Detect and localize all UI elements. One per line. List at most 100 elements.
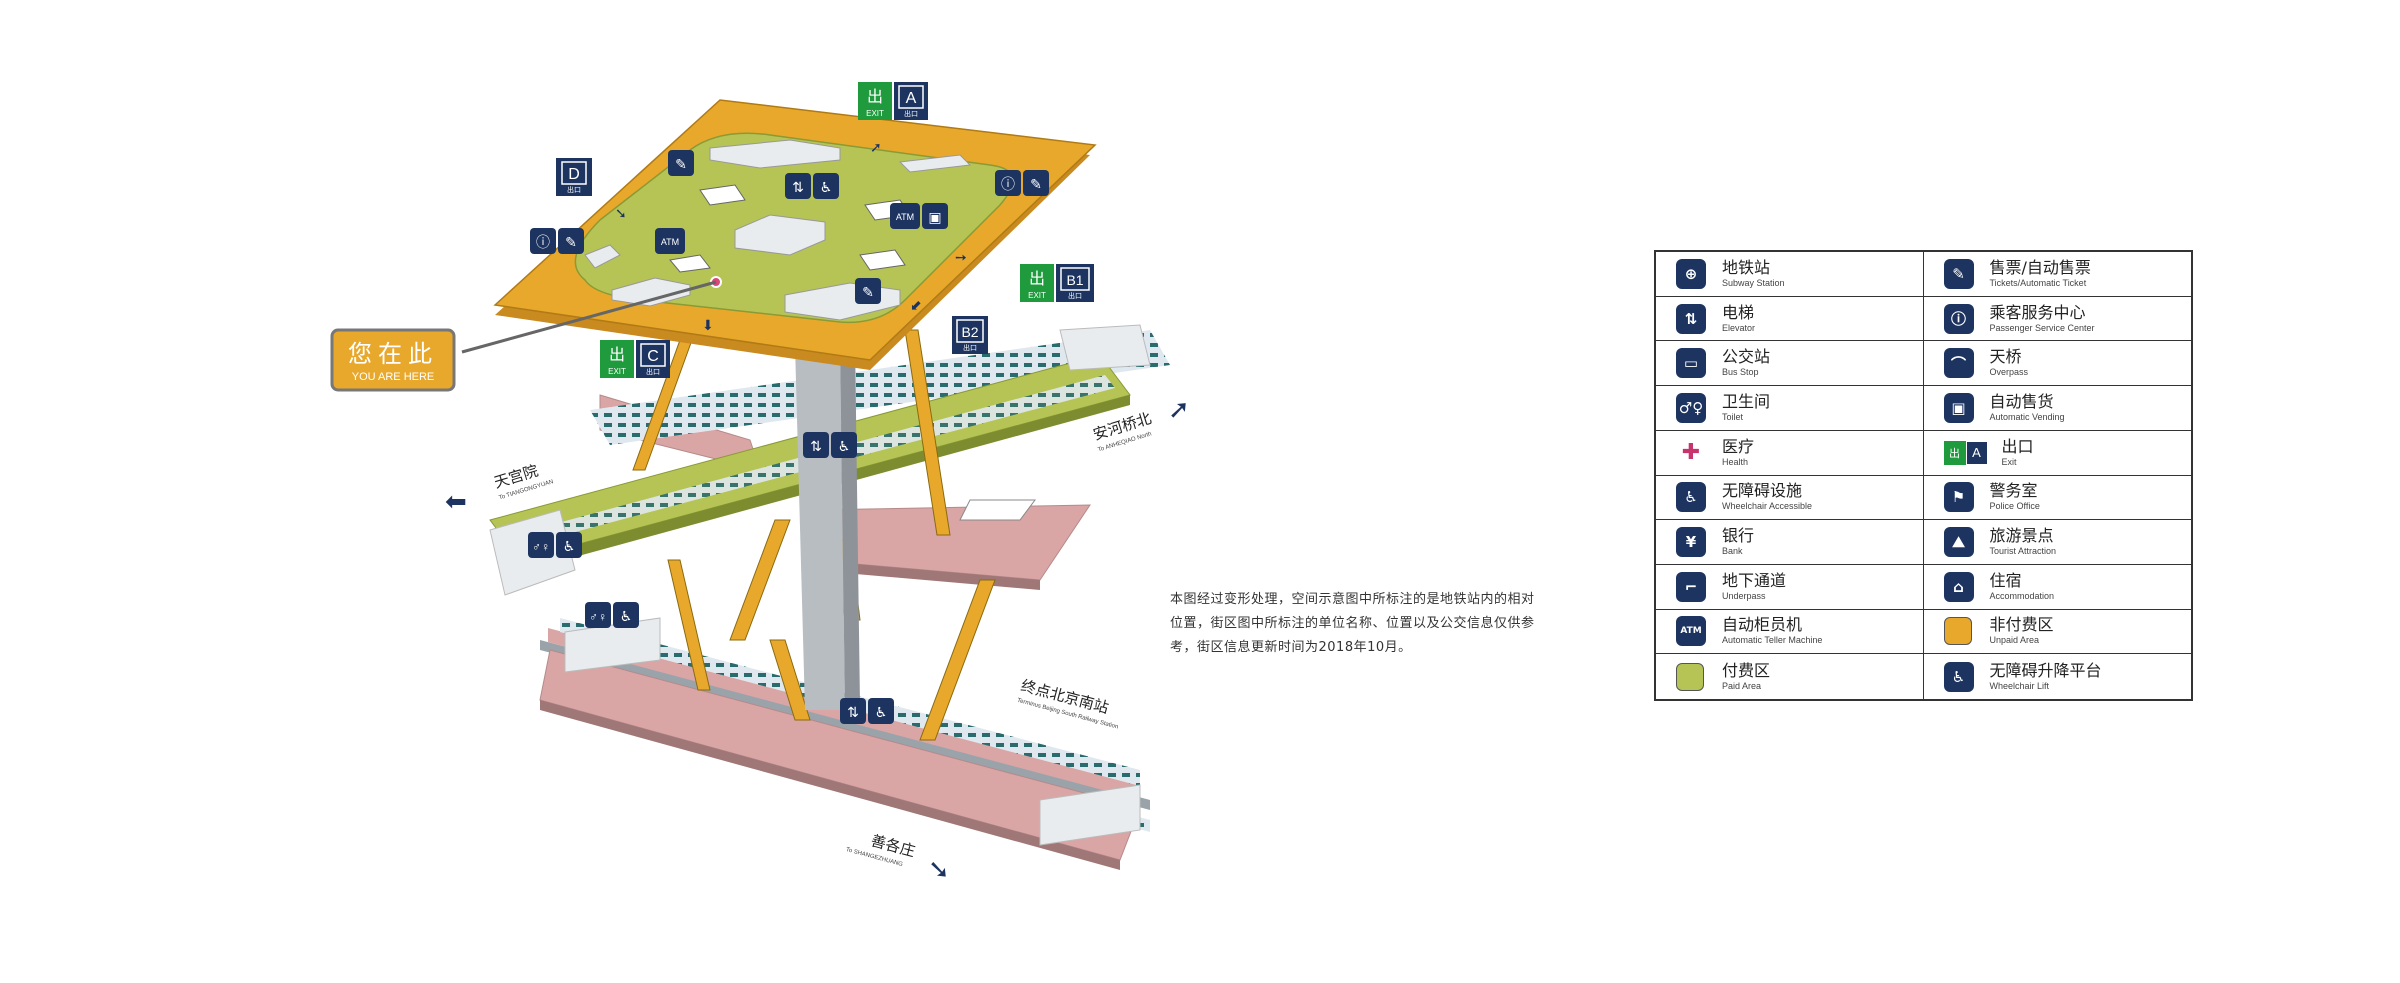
svg-text:您在此: 您在此 [348,341,438,368]
wheelchair-icon: ♿ [868,698,894,724]
exit-sign-d: D 出口 [556,158,592,196]
ticket-icon: ✎ [855,278,881,304]
exit-sign-c: 出 EXIT C 出口 [600,340,670,378]
you-are-here-badge: 您在此 YOU ARE HERE [330,328,456,392]
svg-text:➘: ➘ [928,854,950,884]
legend-label-en: Police Office [1989,501,2040,512]
legend-label-cn: 卫生间 [1722,391,1771,411]
paid-swatch [1676,662,1704,691]
passenger-service-icon: ⓘ [995,170,1021,196]
svg-text:EXIT: EXIT [1028,291,1046,300]
map-disclaimer: 本图经过变形处理，空间示意图中所标注的是地铁站内的相对位置，街区图中所标注的单位… [1170,592,1535,655]
legend-label-cn: 公交站 [1722,347,1771,367]
svg-text:➚: ➚ [1168,394,1190,424]
legend-label-cn: 地铁站 [1722,257,1771,277]
atm-icon: ATM [655,228,685,254]
central-shaft [795,340,860,710]
legend-label-en: Health [1722,456,1749,467]
elevator-icon: ⇅ [840,698,866,724]
svg-text:ATM: ATM [896,212,914,222]
map-icons: ✎ ⇅ ♿ ATM ▣ ⓘ ✎ ATM ⓘ ✎ ✎ ⇅ ♿ ♂♀ ♿ ♂♀ ♿ … [528,150,1049,724]
svg-text:B1: B1 [1066,272,1083,288]
legend-label-en: Automatic Teller Machine [1722,635,1823,646]
svg-text:♿: ♿ [875,704,888,720]
svg-text:YOU ARE HERE: YOU ARE HERE [352,371,435,383]
svg-text:EXIT: EXIT [608,367,626,376]
legend-label-en: Tourist Attraction [1989,546,2057,557]
direction-lower-right: 终点北京南站 Terminus Beijing South Railway St… [1016,677,1118,730]
legend-label-cn: 旅游景点 [1989,526,2054,546]
legend-label-en: Subway Station [1722,277,1785,288]
wheelchair-icon: ♿ [813,173,839,199]
toilet-icon: ♂♀ [1676,392,1706,423]
vending-icon: ▣ [1943,392,1974,423]
legend-label-en: Exit [2001,456,2017,467]
direction-lower: 善各庄 To SHANGEZHUANG ➘ [845,831,950,884]
svg-text:⬇: ⬇ [702,317,714,333]
legend-label-cn: 医疗 [1722,436,1755,456]
legend-label-en: Toilet [1722,411,1744,422]
svg-text:✎: ✎ [565,234,577,250]
svg-text:ⓘ: ⓘ [536,234,550,250]
exit-sign-b1: 出 EXIT B1 出口 [1020,264,1094,302]
svg-text:出: 出 [867,88,883,106]
passenger-service-icon: ⓘ [530,228,556,254]
legend-label-en: Elevator [1722,322,1756,333]
svg-text:⇅: ⇅ [792,179,804,195]
overpass-icon: ⌒ [1943,348,1974,379]
police-icon: ⚑ [1943,482,1974,513]
legend-label-cn: 乘客服务中心 [1989,302,2086,322]
svg-text:EXIT: EXIT [866,109,884,118]
legend-label-en: Paid Area [1722,680,1762,691]
svg-text:B2: B2 [961,324,978,340]
svg-text:✎: ✎ [862,284,874,300]
wheelchair-lift-icon: ♿ [1943,661,1974,692]
legend-label-cn: 住宿 [1989,570,2022,590]
svg-text:出口: 出口 [904,109,918,118]
legend-label-en: Passenger Service Center [1989,322,2095,333]
svg-text:✎: ✎ [1030,176,1042,192]
svg-text:♿: ♿ [820,179,833,195]
svg-text:✎: ✎ [675,156,687,172]
atm-icon: ATM [890,203,920,229]
exit-sign-a: 出 EXIT A 出口 [858,82,928,120]
svg-text:出口: 出口 [567,185,581,194]
legend-label-en: Wheelchair Lift [1989,680,2050,691]
svg-text:ATM: ATM [661,237,679,247]
atm-icon: ATM [1676,616,1706,647]
legend-label-en: Bank [1722,546,1743,557]
wheelchair-icon: ♿ [831,432,857,458]
accommodation-icon: ⌂ [1943,571,1974,602]
legend-label-en: Tickets/Automatic Ticket [1989,277,2087,288]
legend-label-cn: 无障碍设施 [1722,481,1803,501]
exit-sign-b2: B2 出口 [952,316,988,354]
ticket-icon: ✎ [558,228,584,254]
svg-text:⬅: ⬅ [445,486,467,516]
ticket-icon: ✎ [1023,170,1049,196]
legend-label-cn: 付费区 [1722,660,1771,680]
wheelchair-icon: ♿ [556,532,582,558]
